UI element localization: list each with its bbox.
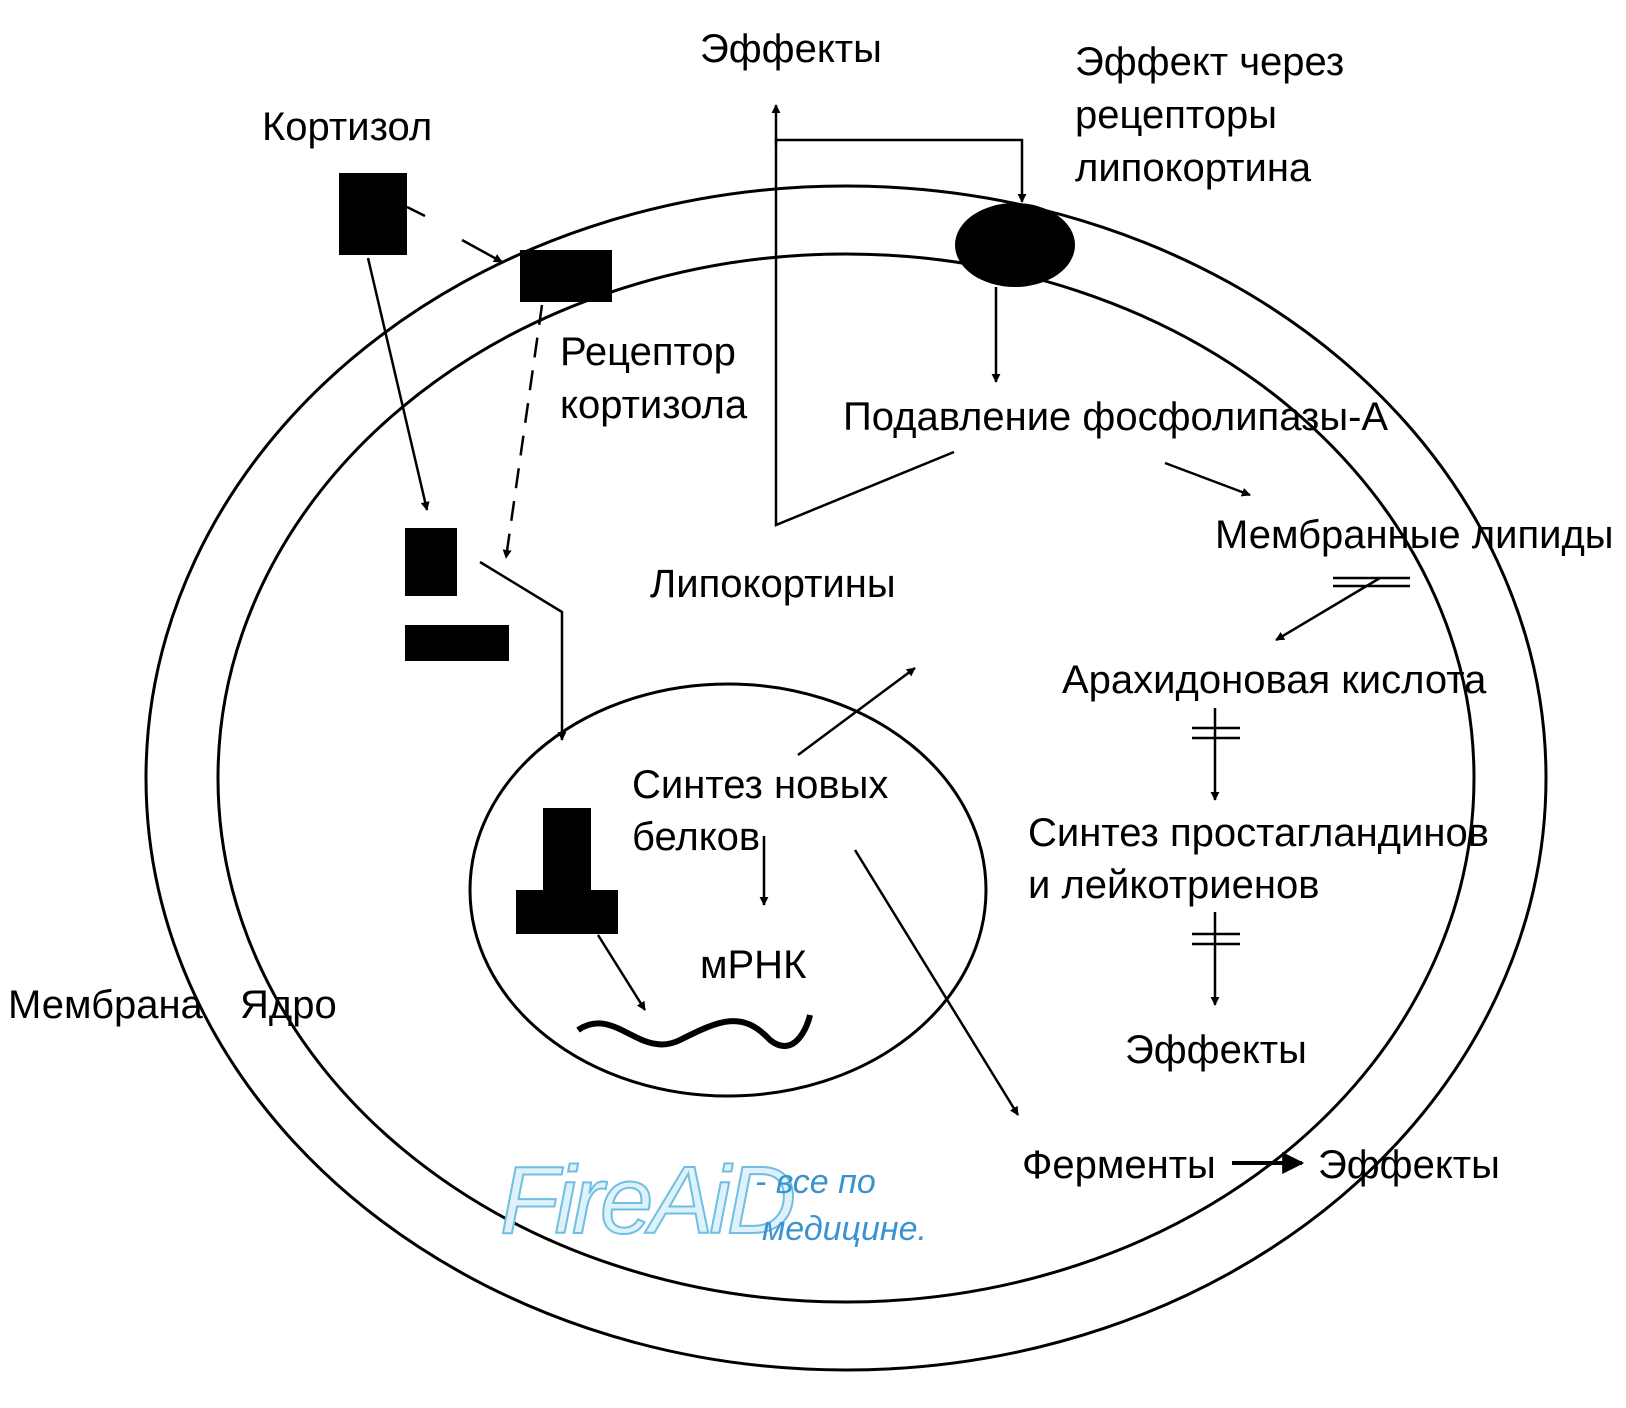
- label-effects-top: Эффекты: [700, 27, 882, 71]
- label-nucleus: Ядро: [240, 983, 337, 1027]
- arrow-cortisol-to-complex: [368, 258, 427, 510]
- arrow-lipids-to-arachidonic: [1276, 578, 1380, 640]
- mrna-strand: [578, 1015, 810, 1046]
- label-enzymes: Ферменты: [1022, 1143, 1216, 1187]
- cortisol-molecule: [339, 173, 407, 255]
- cortisol-complex-upper: [405, 528, 457, 596]
- cortisol-receptor-block: [520, 250, 612, 302]
- arrow-protein-synthesis-to-enzymes: [855, 850, 1018, 1115]
- dna-binding-base: [516, 890, 618, 934]
- label-effect-via-receptors-1: Эффект через: [1075, 40, 1344, 84]
- label-effects-middle: Эффекты: [1125, 1028, 1307, 1072]
- label-arachidonic-acid: Арахидоновая кислота: [1062, 658, 1487, 702]
- label-membrane-lipids: Мембранные липиды: [1215, 513, 1614, 557]
- watermark-tagline-1: - все по: [755, 1163, 876, 1201]
- cortisol-complex-lower: [405, 625, 509, 661]
- arrow-suppression-to-lipids: [1165, 463, 1250, 495]
- label-effects-bottom: Эффекты: [1318, 1143, 1500, 1187]
- arrow-protein-synthesis-to-lipocortins: [798, 668, 915, 755]
- label-lipocortins: Липокортины: [650, 562, 896, 606]
- label-cortisol-receptor-2: кортизола: [560, 383, 748, 427]
- label-cortisol-receptor-1: Рецептор: [560, 330, 736, 374]
- label-phospholipase-suppression: Подавление фосфолипазы-А: [843, 395, 1388, 439]
- label-new-protein-synthesis-1: Синтез новых: [632, 763, 888, 807]
- lipocortin-receptor: [955, 203, 1075, 287]
- arrow-cortisol-to-receptor-b: [462, 240, 502, 262]
- label-effect-via-receptors-2: рецепторы: [1075, 93, 1277, 137]
- label-prostaglandin-synthesis-2: и лейкотриенов: [1028, 863, 1319, 907]
- label-new-protein-synthesis-2: белков: [632, 815, 760, 859]
- label-membrane: Мембрана: [8, 983, 204, 1027]
- arrow-complex-to-mrna: [598, 935, 645, 1010]
- arrow-cortisol-to-receptor-a: [407, 207, 425, 216]
- label-cortisol: Кортизол: [262, 105, 432, 149]
- dna-binding-stem: [543, 808, 591, 890]
- label-effect-via-receptors-3: липокортина: [1075, 146, 1312, 190]
- label-mrna: мРНК: [700, 943, 807, 987]
- watermark-tagline-2: медицине.: [762, 1210, 927, 1248]
- label-prostaglandin-synthesis-1: Синтез простагландинов: [1028, 811, 1489, 855]
- watermark-brand: FireAiD: [500, 1147, 794, 1254]
- arrow-receptor-dashed: [506, 305, 542, 558]
